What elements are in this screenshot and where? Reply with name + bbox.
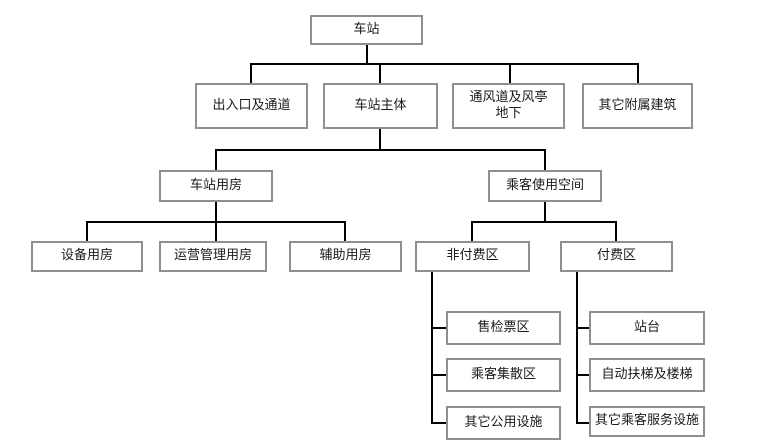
connector-line: [431, 272, 433, 424]
node-platform: 站台: [589, 311, 705, 345]
connector-line: [215, 149, 217, 170]
connector-line: [637, 63, 639, 83]
connector-line: [250, 63, 252, 83]
node-escalators-and-stairs: 自动扶梯及楼梯: [589, 358, 705, 392]
node-passenger-gathering-area: 乘客集散区: [446, 358, 561, 392]
connector-line: [366, 45, 368, 64]
node-non-paid-area: 非付费区: [415, 241, 530, 272]
node-ticketing-area: 售检票区: [446, 311, 561, 345]
connector-line: [576, 272, 578, 424]
connector-line: [471, 221, 617, 223]
connector-line: [576, 374, 589, 376]
node-passenger-space: 乘客使用空间: [488, 170, 602, 202]
connector-line: [431, 327, 446, 329]
node-operation-management-rooms: 运营管理用房: [159, 241, 267, 272]
connector-line: [215, 202, 217, 222]
node-entrance-passage: 出入口及通道: [195, 83, 308, 129]
connector-line: [576, 327, 589, 329]
node-paid-area: 付费区: [560, 241, 673, 272]
connector-line: [615, 221, 617, 241]
node-other-public-facilities: 其它公用设施: [446, 406, 561, 440]
connector-line: [576, 422, 589, 424]
connector-line: [544, 149, 546, 170]
connector-line: [509, 63, 511, 83]
connector-line: [431, 422, 446, 424]
connector-line: [250, 63, 639, 65]
connector-line: [431, 374, 446, 376]
connector-line: [215, 149, 546, 151]
node-station: 车站: [310, 15, 423, 45]
node-station-main-body: 车站主体: [323, 83, 438, 129]
connector-line: [344, 221, 346, 241]
node-station-rooms: 车站用房: [159, 170, 273, 202]
node-vent-duct-pavilion: 通风道及风亭 地下: [452, 83, 565, 129]
connector-line: [379, 63, 381, 83]
node-equipment-rooms: 设备用房: [31, 241, 143, 272]
connector-line: [86, 221, 88, 241]
node-other-attached-buildings: 其它附属建筑: [582, 83, 693, 129]
node-other-passenger-service-facilities: 其它乘客服务设施: [589, 406, 705, 437]
connector-line: [379, 129, 381, 150]
connector-line: [215, 221, 217, 241]
connector-line: [544, 202, 546, 222]
node-auxiliary-rooms: 辅助用房: [289, 241, 402, 272]
connector-line: [471, 221, 473, 241]
